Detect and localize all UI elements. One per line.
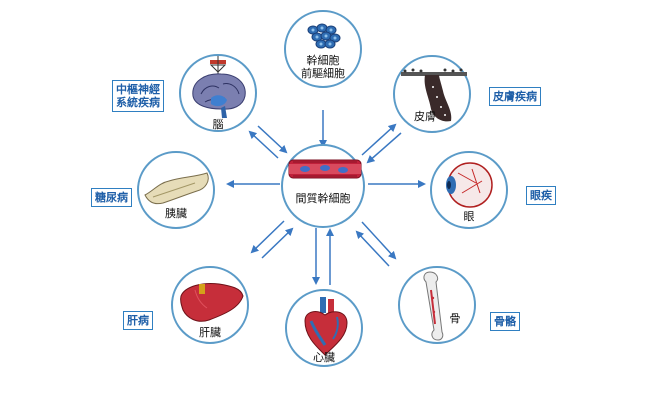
arrow-brain-to-center <box>257 125 288 154</box>
node-pancreas: 胰臟 <box>137 151 215 229</box>
node-liver: 肝臟 <box>171 266 249 344</box>
skin-label: 皮膚 <box>414 110 436 123</box>
node-bone: 骨 <box>398 266 476 344</box>
arrow-skin-to-center <box>366 132 402 164</box>
arrow-center-to-bone <box>361 221 397 260</box>
category-liver-disease: 肝病 <box>123 311 153 330</box>
bone-label: 骨 <box>449 312 461 325</box>
eye-label: 眼 <box>463 210 475 223</box>
pancreas-label: 胰臟 <box>165 207 187 220</box>
arrow-center-to-liver <box>250 220 285 254</box>
category-cns-line1: 中樞神經 <box>116 83 160 96</box>
stem-cell-label-line1: 幹細胞 <box>306 54 340 67</box>
brain-icon <box>192 56 246 118</box>
pancreas-icon <box>144 172 209 205</box>
category-eye-disease: 眼疾 <box>526 186 556 205</box>
category-bone: 骨骼 <box>490 312 520 331</box>
eye-icon <box>446 162 493 208</box>
liver-label: 肝臟 <box>199 326 221 339</box>
category-cns-disease: 中樞神經 系統疾病 <box>112 80 164 112</box>
node-stem-cells: 幹細胞 前驅細胞 <box>284 10 362 88</box>
arrow-bone-to-center <box>355 230 390 267</box>
liver-icon <box>180 283 244 322</box>
brain-label: 腦 <box>212 118 224 131</box>
center-label: 間質幹細胞 <box>295 192 351 205</box>
stem-cell-cluster-icon <box>307 23 341 49</box>
heart-label: 心臟 <box>313 351 335 364</box>
category-skin-disease: 皮膚疾病 <box>489 87 541 106</box>
blood-vessel-icon <box>288 159 362 179</box>
heart-icon <box>304 297 348 356</box>
category-diabetes: 糖尿病 <box>91 188 132 207</box>
node-mesenchymal-stem-cell: 間質幹細胞 <box>281 144 365 228</box>
node-skin: 皮膚 <box>393 55 471 133</box>
arrow-center-to-skin <box>361 123 397 156</box>
arrow-center-to-brain <box>248 130 279 159</box>
node-heart: 心臟 <box>285 289 363 367</box>
stem-cell-label-line2: 前驅細胞 <box>301 67 345 80</box>
bone-icon <box>423 271 444 341</box>
arrow-liver-to-center <box>261 227 294 259</box>
node-brain: 腦 <box>179 54 257 132</box>
node-eye: 眼 <box>430 151 508 229</box>
skin-tissue-icon <box>401 68 467 122</box>
category-cns-line2: 系統疾病 <box>116 96 160 109</box>
